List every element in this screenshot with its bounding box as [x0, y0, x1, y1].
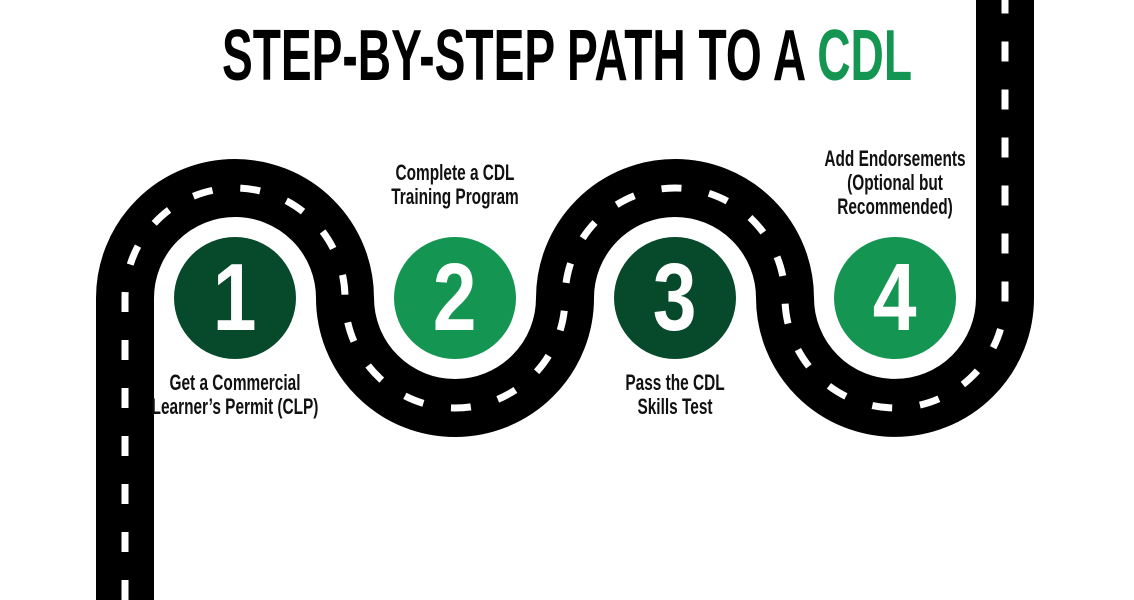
step-2-circle: 2 [394, 237, 516, 359]
step-4-label: Add Endorsements (Optional but Recommend… [824, 146, 966, 219]
step-3-number: 3 [653, 244, 697, 351]
step-4-circle: 4 [834, 237, 956, 359]
title-graphic: STEP-BY-STEP PATH TO A CDL [222, 16, 912, 96]
step-2-label: Complete a CDL Training Program [391, 160, 519, 209]
step-3-label: Pass the CDL Skills Test [625, 370, 725, 419]
step-1-circle: 1 [174, 237, 296, 359]
step-1-number: 1 [213, 244, 257, 351]
step-2-number: 2 [433, 244, 477, 351]
page-title: STEP-BY-STEP PATH TO A CDL [222, 16, 912, 96]
title-text: STEP-BY-STEP PATH TO A [222, 16, 817, 96]
step-1-label: Get a Commercial Learner’s Permit (CLP) [151, 370, 319, 419]
title-highlight: CDL [817, 16, 912, 96]
step-4-number: 4 [873, 244, 917, 351]
step-3-circle: 3 [614, 237, 736, 359]
road-center-line-icon [121, 0, 1009, 600]
